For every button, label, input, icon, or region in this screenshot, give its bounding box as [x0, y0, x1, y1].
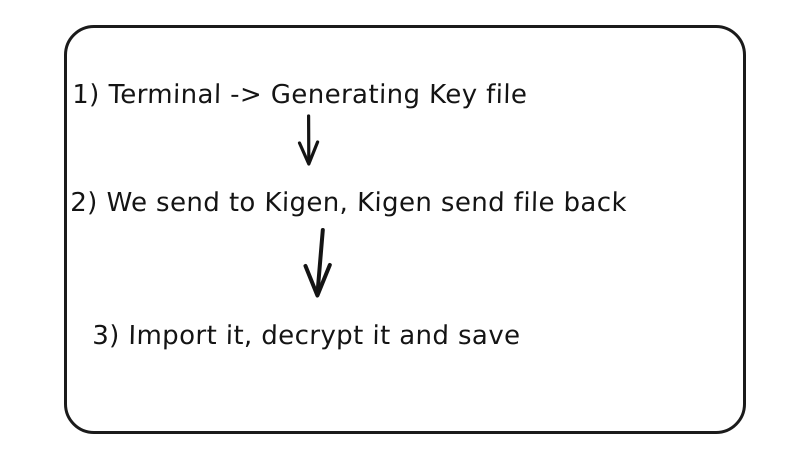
flow-step-2: 2) We send to Kigen, Kigen send file bac…: [69, 188, 628, 218]
arrow-down-icon: [297, 114, 320, 166]
arrow-down-icon: [303, 228, 332, 298]
flow-step-1: 1) Terminal -> Generating Key file: [71, 80, 528, 110]
rounded-rectangle-border: [64, 25, 746, 434]
flow-step-3: 3) Import it, decrypt it and save: [91, 321, 521, 351]
